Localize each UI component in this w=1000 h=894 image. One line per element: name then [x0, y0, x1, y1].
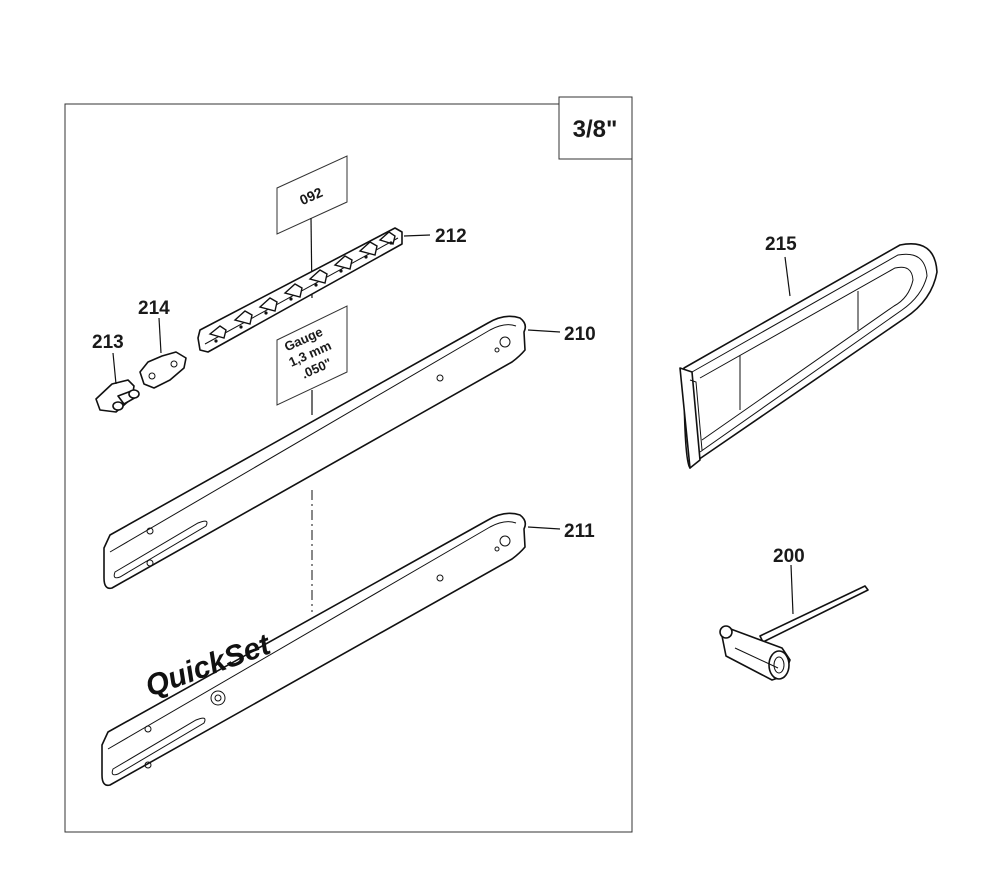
pitch-label: 3/8"	[573, 116, 618, 143]
callout-200: 200	[773, 546, 805, 567]
callout-215: 215	[765, 234, 797, 255]
connecting-link-214	[139, 351, 187, 389]
bar-cover-215	[679, 243, 938, 469]
group-frame	[64, 103, 633, 833]
guide-bar-210	[103, 315, 527, 590]
callout-212: 212	[435, 226, 467, 247]
gauge-box: Gauge 1,3 mm .050"	[276, 305, 348, 406]
callout-211: 211	[564, 521, 595, 542]
saw-chain-212	[197, 227, 403, 353]
callout-213: 213	[92, 332, 124, 353]
callout-214: 214	[138, 298, 170, 319]
combination-wrench-200	[719, 585, 869, 681]
pitch-box: 3/8"	[558, 96, 633, 160]
chain-code-box: 092	[276, 155, 348, 235]
rivet-link-213	[95, 379, 140, 413]
callout-210: 210	[564, 324, 596, 345]
